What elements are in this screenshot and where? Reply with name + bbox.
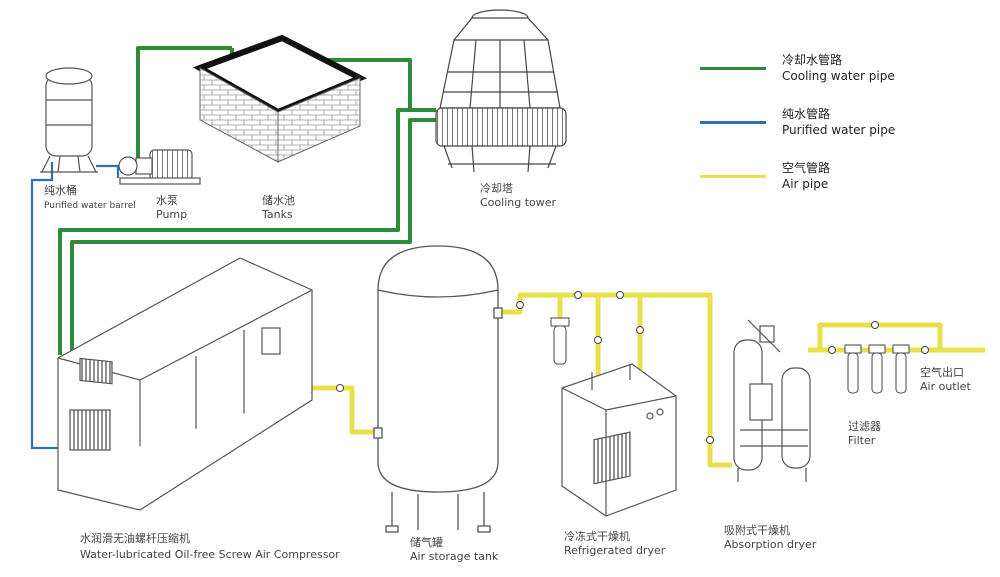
caption-refdryer-zh: 冷冻式干燥机 bbox=[564, 530, 630, 543]
caption-barrel-en: Purified water barrel bbox=[44, 201, 136, 211]
caption-pump-en: Pump bbox=[156, 208, 188, 221]
purified-water-pipes bbox=[30, 162, 120, 450]
caption-outlet-zh: 空气出口 bbox=[920, 366, 964, 379]
purified-pipe-barrel-pump bbox=[96, 164, 120, 178]
air-storage-tank bbox=[373, 245, 503, 533]
pump bbox=[118, 149, 201, 185]
air-pipe-compressor-tank bbox=[308, 385, 382, 435]
cooling-pipe-tank-pump bbox=[136, 46, 232, 160]
caption-compressor-en: Water-lubricated Oil-free Screw Air Comp… bbox=[80, 548, 340, 561]
caption-refdryer-en: Refrigerated dryer bbox=[564, 544, 666, 557]
legend-air: 空气管路 Air pipe bbox=[700, 160, 990, 200]
caption-storage-zh: 储气罐 bbox=[410, 536, 443, 549]
valve-refdryer-out bbox=[636, 326, 644, 334]
legend-air-zh: 空气管路 bbox=[782, 161, 831, 175]
valves bbox=[336, 291, 929, 444]
caption-tanks-en: Tanks bbox=[262, 208, 293, 221]
valve-bypass-1 bbox=[574, 291, 582, 299]
legend-purified-water: 纯水管路 Purified water pipe bbox=[700, 106, 990, 146]
valve-bypass-2 bbox=[616, 291, 624, 299]
caption-tower-en: Cooling tower bbox=[480, 196, 557, 209]
legend-swatch-air bbox=[700, 175, 766, 178]
caption-compressor-zh: 水润滑无油螺杆压缩机 bbox=[80, 532, 190, 545]
legend-cooling-zh: 冷却水管路 bbox=[782, 53, 843, 67]
caption-tanks-zh: 储水池 bbox=[262, 194, 295, 207]
valve-refdryer-in bbox=[594, 336, 602, 344]
output-filters bbox=[844, 344, 910, 394]
caption-filter-zh: 过滤器 bbox=[848, 420, 881, 433]
air-pipe-to-outlet bbox=[808, 322, 985, 353]
valve-filter-out bbox=[921, 346, 929, 354]
caption-pump-zh: 水泵 bbox=[156, 194, 178, 207]
purified-pipe-barrel-compressor bbox=[30, 162, 58, 450]
legend-purified-en: Purified water pipe bbox=[782, 123, 896, 137]
valve-absdryer-in bbox=[706, 436, 714, 444]
caption-absdryer-en: Absorption dryer bbox=[724, 538, 817, 551]
caption-barrel-zh: 纯水桶 bbox=[44, 184, 77, 197]
air-pipe-tank-dryers bbox=[497, 292, 732, 468]
caption-outlet-en: Air outlet bbox=[920, 380, 971, 393]
legend-purified-zh: 纯水管路 bbox=[782, 107, 831, 121]
valve-filter-in bbox=[828, 346, 836, 354]
legend-cooling-water: 冷却水管路 Cooling water pipe bbox=[700, 52, 990, 92]
caption-storage-en: Air storage tank bbox=[410, 550, 499, 563]
water-tanks bbox=[192, 34, 368, 163]
valve-compressor-outlet bbox=[336, 384, 344, 392]
screw-air-compressor bbox=[57, 257, 313, 511]
absorption-dryer bbox=[733, 319, 811, 482]
caption-filter-en: Filter bbox=[848, 434, 876, 447]
caption-tower-zh: 冷却塔 bbox=[480, 182, 513, 195]
cooling-tower bbox=[435, 9, 567, 173]
refrigerated-dryer bbox=[561, 363, 677, 517]
legend-swatch-purified bbox=[700, 121, 766, 124]
cooling-pipe-tower-return bbox=[70, 118, 436, 355]
legend-swatch-cooling bbox=[700, 67, 766, 70]
valve-tank-outlet bbox=[516, 301, 524, 309]
valve-filter-bypass bbox=[871, 321, 879, 329]
pre-filter bbox=[550, 317, 570, 365]
legend-cooling-en: Cooling water pipe bbox=[782, 69, 895, 83]
purified-water-barrel bbox=[40, 67, 98, 173]
caption-absdryer-zh: 吸附式干燥机 bbox=[724, 524, 790, 537]
legend-air-en: Air pipe bbox=[782, 177, 829, 191]
air-pipes bbox=[308, 292, 985, 468]
cooling-pipe-tank-tower bbox=[325, 58, 412, 110]
